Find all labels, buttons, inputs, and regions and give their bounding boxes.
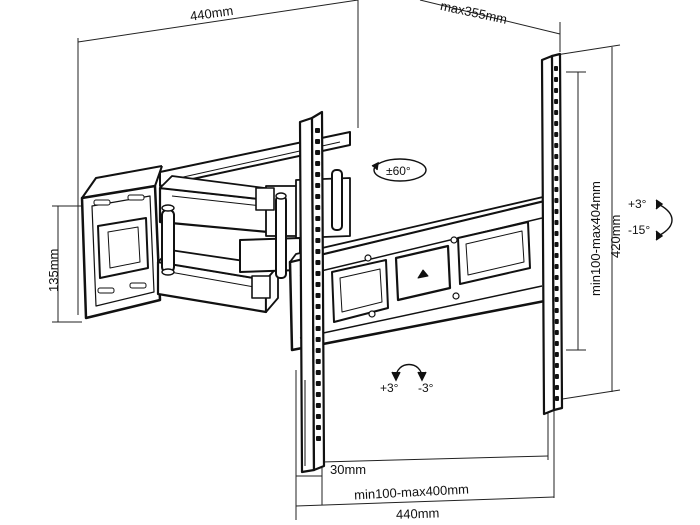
mounting-slot: [315, 260, 321, 265]
mounting-slot: [315, 205, 321, 210]
left-bracket-slots: [315, 128, 321, 441]
right-bracket-slots: [554, 66, 559, 401]
mounting-slot: [315, 326, 321, 331]
mounting-slot: [315, 370, 321, 375]
mounting-slot: [315, 359, 321, 364]
wall-plate-height-label: 135mm: [46, 249, 61, 292]
mounting-slot: [315, 403, 321, 408]
mounting-slot: [554, 363, 559, 368]
mounting-slot: [554, 77, 559, 82]
mounting-slot: [315, 238, 321, 243]
mounting-slot: [554, 132, 559, 137]
tilt-down-label: -15°: [628, 223, 650, 237]
mounting-slot: [315, 337, 321, 342]
mounting-slot: [554, 165, 559, 170]
mounting-slot: [554, 220, 559, 225]
mounting-slot: [554, 187, 559, 192]
vesa-horizontal-label: min100-max400mm: [354, 481, 470, 502]
mounting-slot: [315, 348, 321, 353]
mounting-slot: [554, 88, 559, 93]
mounting-slot: [554, 110, 559, 115]
cross-beam: [288, 193, 557, 352]
mounting-slot: [315, 381, 321, 386]
mounting-slot: [554, 341, 559, 346]
mounting-slot: [554, 374, 559, 379]
mounting-slot: [554, 352, 559, 357]
tilt-arrow: [655, 199, 673, 241]
mounting-slot: [315, 161, 321, 166]
mounting-slot: [554, 297, 559, 302]
tilt-up-label: +3°: [628, 197, 647, 211]
mounting-slot: [555, 396, 559, 401]
bracket-width-label: 440mm: [396, 505, 440, 522]
mounting-slot: [554, 66, 558, 71]
mounting-slot: [554, 286, 559, 291]
mounting-slot: [315, 414, 321, 419]
mounting-slot: [554, 242, 559, 247]
mounting-slot: [554, 385, 559, 390]
left-vertical-bracket: [298, 110, 326, 474]
mounting-slot: [554, 308, 559, 313]
bracket-height-label: 420mm: [608, 215, 623, 258]
mounting-slot: [554, 121, 559, 126]
mounting-slot: [315, 436, 321, 441]
mounting-slot: [554, 99, 559, 104]
mounting-slot: [315, 172, 321, 177]
level-minus-label: -3°: [418, 381, 434, 395]
rotation-arrows: [371, 158, 427, 382]
mounting-slot: [554, 154, 559, 159]
mounting-slot: [554, 143, 559, 148]
mounting-slot: [554, 264, 559, 269]
mounting-slot: [315, 249, 321, 254]
mounting-slot: [315, 293, 321, 298]
mounting-slot: [315, 216, 321, 221]
level-plus-label: +3°: [380, 381, 399, 395]
mounting-slot: [315, 425, 321, 430]
mounting-slot: [315, 282, 321, 287]
mounting-slot: [554, 330, 559, 335]
wall-plate: [80, 131, 351, 320]
mounting-slot: [554, 209, 559, 214]
mounting-slot: [315, 139, 321, 144]
dimension-lines: [52, 0, 621, 520]
mounting-slot: [554, 275, 559, 280]
mounting-slot: [315, 194, 321, 199]
mounting-slot: [554, 176, 559, 181]
mounting-slot: [315, 227, 321, 232]
mounting-slot: [315, 392, 321, 397]
mounting-slot: [315, 183, 321, 188]
mounting-slot: [554, 231, 559, 236]
wall-plate-width-label: 440mm: [189, 3, 234, 24]
bracket-depth-label: 30mm: [330, 462, 366, 477]
mounting-slot: [554, 198, 559, 203]
mounting-slot: [315, 150, 321, 155]
right-vertical-bracket: [540, 52, 564, 416]
arm-extension-label: max355mm: [439, 0, 509, 27]
mounting-slot: [315, 128, 320, 133]
swivel-label: ±60°: [386, 164, 411, 178]
mounting-slot: [315, 304, 321, 309]
mounting-slot: [315, 271, 321, 276]
mounting-slot: [315, 315, 321, 320]
mounting-slot: [554, 319, 559, 324]
vesa-vertical-label: min100-max404mm: [588, 181, 603, 296]
mounting-slot: [554, 253, 559, 258]
